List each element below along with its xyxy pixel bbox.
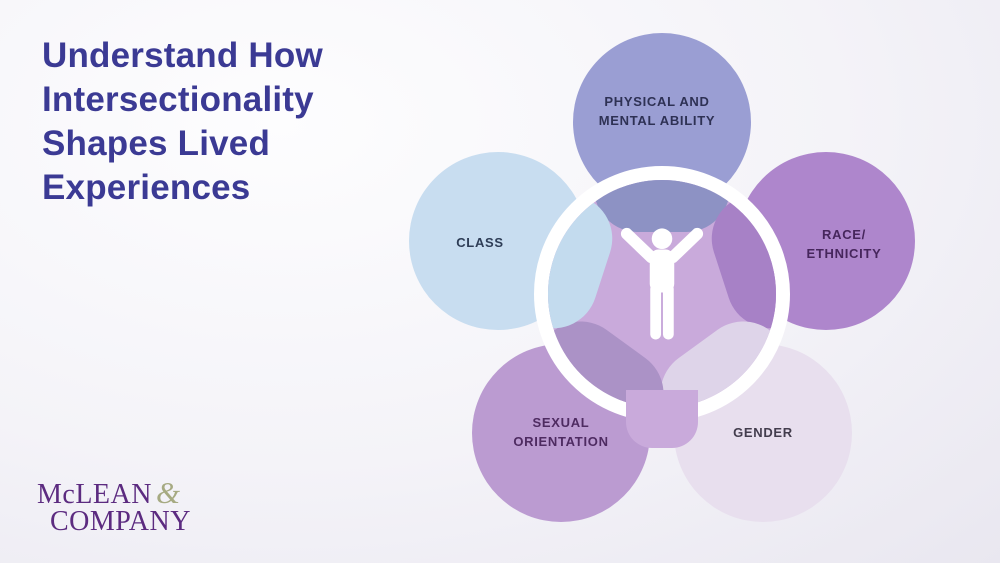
label-line: ORIENTATION [513, 434, 609, 449]
label-line: GENDER [733, 424, 793, 440]
label-line: RACE/ [822, 227, 866, 243]
circle-label-race-ethnicity: RACE/ ETHNICITY [807, 226, 882, 264]
label-line: CLASS [456, 234, 504, 250]
logo-text-mclean: McLEAN [37, 479, 152, 510]
circle-label-physical-mental-ability: PHYSICAL AND MENTAL ABILITY [599, 93, 715, 131]
logo-line-mclean: McLEAN& [37, 477, 191, 510]
title-line-3: Shapes Lived [42, 124, 271, 163]
circle-label-sexual-orientation: SEXUAL ORIENTATION [513, 414, 608, 452]
circle-label-gender: GENDER [733, 424, 793, 443]
title-line-2: Intersectionality [42, 80, 314, 119]
intersectionality-diagram: PHYSICAL AND MENTAL ABILITY RACE/ ETHNIC… [390, 30, 940, 560]
logo-text-company: COMPANY [50, 506, 191, 537]
title-line-4: Experiences [42, 168, 251, 207]
label-line: SEXUAL [532, 415, 590, 431]
company-logo: McLEAN& COMPANY [37, 477, 191, 537]
inner-petal-physical-mental-ability [594, 180, 730, 232]
label-line: MENTAL ABILITY [598, 113, 716, 128]
circle-label-class: CLASS [456, 234, 504, 253]
page-title: Understand How Intersectionality Shapes … [42, 34, 323, 210]
center-circle [548, 180, 776, 408]
label-line: ETHNICITY [806, 246, 882, 261]
center-bottom-tab [626, 390, 698, 448]
title-line-1: Understand How [42, 36, 323, 75]
person-arms-raised-icon [620, 227, 704, 340]
label-line: PHYSICAL AND [604, 94, 710, 110]
logo-ampersand: & [155, 475, 181, 510]
